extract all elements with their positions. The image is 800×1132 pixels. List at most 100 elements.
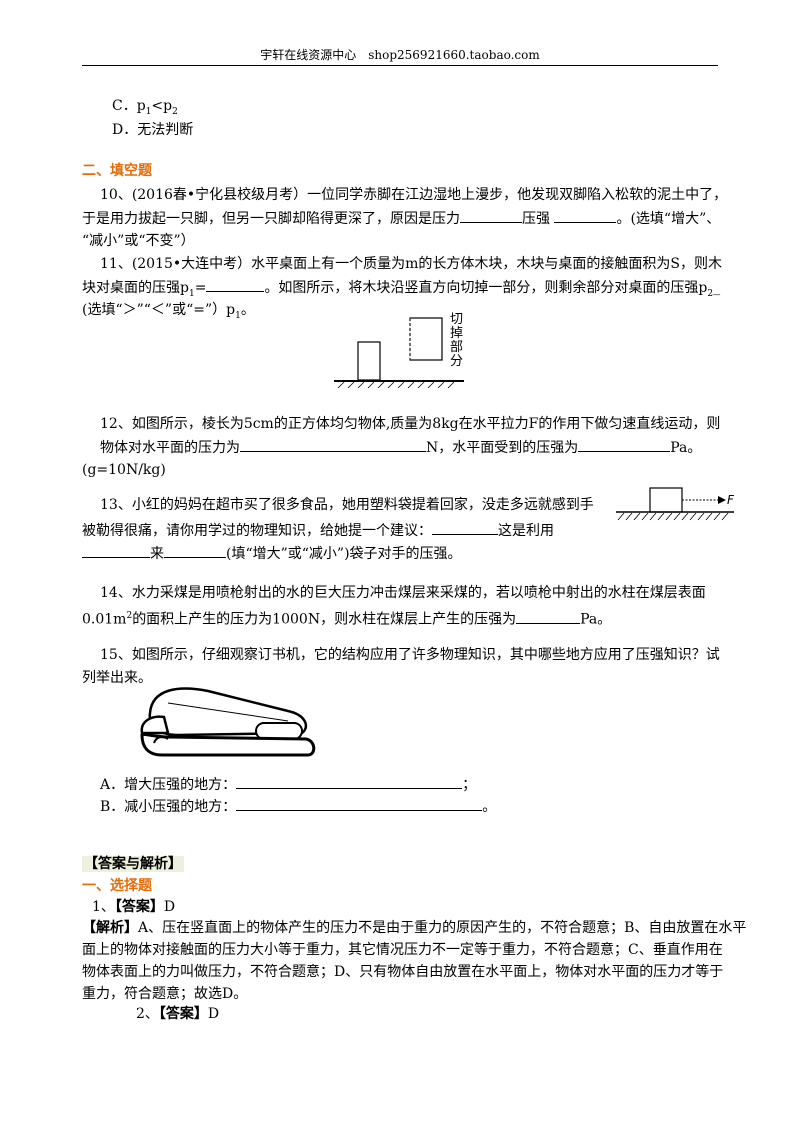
q12-line2: 物体对水平面的压力为 N，水平面受到的压强为 Pa。 bbox=[100, 437, 701, 458]
q15-option-a-end: ； bbox=[462, 777, 477, 793]
q14-text-c: Pa。 bbox=[580, 611, 612, 628]
explanation-line3: 物体表面上的力叫做压力，不符合题意；D、只有物体自由放置在水平面上，物体对水平面… bbox=[82, 964, 724, 980]
stapler-head bbox=[255, 722, 303, 740]
q13-blank-2[interactable] bbox=[82, 543, 150, 558]
answer-2-label: 【答案】 bbox=[158, 1006, 208, 1022]
option-c-sub2: 2 bbox=[172, 106, 178, 117]
q11-sub-2: 2 bbox=[707, 288, 714, 299]
q13-line3: 来 (填“增大”或“减小”)袋子对手的压强。 bbox=[82, 543, 462, 564]
q11-text-b: = bbox=[194, 280, 207, 296]
q11-text-e: (选填“＞”“＜”或“=”）p bbox=[82, 302, 236, 318]
section-fill-in-title: 二、填空题 bbox=[82, 163, 152, 179]
q11-block-cut-figure: 切 掉 部 分 bbox=[334, 312, 464, 388]
remaining-block bbox=[357, 341, 381, 381]
q11-text-f: 。 bbox=[240, 302, 255, 318]
option-c-sub1: 1 bbox=[145, 106, 152, 117]
answers-heading-text: 【答案与解析】 bbox=[82, 856, 184, 872]
q13-line2: 被勒得很痛，请你用学过的物理知识，给她提一个建议： 这是利用 bbox=[82, 520, 554, 541]
cut-label-1: 切 bbox=[450, 312, 463, 327]
q13-line1: 13、小红的妈妈在超市买了很多食品，她用塑料袋提着回家，没走多远就感到手 bbox=[100, 497, 594, 513]
q13-text-a: 被勒得很痛，请你用学过的物理知识，给她提一个建议： bbox=[82, 523, 432, 539]
answer-2-value: D bbox=[207, 1006, 220, 1022]
q11-sub-3: 1 bbox=[235, 310, 241, 321]
q10-line1: 10、(2016春•宁化县校级月考）一位同学赤脚在江边湿地上漫步，他发现双脚陷入… bbox=[100, 187, 728, 203]
explanation-line4: 重力，符合题意；故选D。 bbox=[82, 986, 248, 1002]
q15-option-a: A．增大压强的地方： ； bbox=[100, 774, 476, 795]
q12-text-b: N，水平面受到的压强为 bbox=[426, 440, 579, 456]
answer-1-num: 1、 bbox=[92, 899, 115, 915]
q12-line3: (g=10N/kg) bbox=[82, 462, 166, 478]
q11-line3: (选填“＞”“＜”或“=”）p1。 bbox=[82, 300, 255, 326]
q12-text-c: Pa。 bbox=[670, 440, 702, 456]
q15-blank-b[interactable] bbox=[236, 796, 483, 811]
q11-text-a: 块对桌面的压强p bbox=[82, 280, 189, 296]
q14-sup: 2 bbox=[126, 611, 133, 621]
q15-option-a-text: A．增大压强的地方： bbox=[100, 777, 237, 793]
q10-line2: 于是用力拔起一只脚，但另一只脚却陷得更深了，原因是压力 压强 。(选填“增大”、 bbox=[82, 208, 720, 229]
q13-text-d: (填“增大”或“减小”)袋子对手的压强。 bbox=[226, 546, 462, 562]
q12-blank-1[interactable] bbox=[240, 437, 426, 452]
cut-label-2: 掉 bbox=[450, 326, 463, 341]
explanation-label: 【解析】 bbox=[82, 920, 138, 936]
q14-blank-1[interactable] bbox=[516, 609, 581, 624]
q15-option-b-end: 。 bbox=[482, 799, 497, 815]
option-c-text: C．p bbox=[112, 98, 146, 114]
cut-piece bbox=[409, 317, 443, 361]
q11-blank-1[interactable] bbox=[206, 277, 265, 292]
option-d: D．无法判断 bbox=[112, 122, 194, 138]
q10-text-c: 。(选填“增大”、 bbox=[616, 211, 721, 227]
answer-1-label: 【答案】 bbox=[114, 899, 164, 915]
cut-label-4: 分 bbox=[450, 354, 463, 369]
page-header: 宇轩在线资源中心 shop256921660.taobao.com bbox=[260, 48, 540, 62]
q13-text-c: 来 bbox=[150, 546, 164, 562]
q15-option-b-text: B．减小压强的地方： bbox=[100, 799, 237, 815]
header-divider bbox=[82, 65, 718, 66]
q15-line2: 列举出来。 bbox=[82, 670, 152, 686]
q11-sub-1: 1 bbox=[188, 288, 195, 299]
option-c: C．p1<p2 bbox=[112, 96, 178, 122]
stapler-top-edge bbox=[167, 702, 289, 722]
q12-text-a: 物体对水平面的压力为 bbox=[100, 440, 240, 456]
answer-2: 2、【答案】D bbox=[136, 1004, 219, 1024]
option-c-mid: <p bbox=[151, 98, 173, 114]
answers-heading: 【答案与解析】 bbox=[82, 854, 184, 874]
answer-1: 1、【答案】D bbox=[92, 897, 175, 917]
q10-blank-2[interactable] bbox=[554, 208, 617, 223]
q10-blank-1[interactable] bbox=[460, 208, 522, 223]
table-hatching bbox=[337, 381, 455, 388]
q15-blank-a[interactable] bbox=[236, 774, 463, 789]
answer-2-num: 2、 bbox=[136, 1006, 159, 1022]
ground-hatching bbox=[617, 512, 729, 521]
q12-line1: 12、如图所示，棱长为5cm的正方体均匀物体,质量为8kg在水平拉力F的作用下做… bbox=[100, 416, 721, 432]
stapler-hinge bbox=[140, 715, 170, 735]
q14-line2: 0.01m2的面积上产生的压力为1000N，则水柱在煤层上产生的压强为 Pa。 bbox=[82, 606, 611, 630]
q13-blank-3[interactable] bbox=[164, 543, 226, 558]
q11-line2: 块对桌面的压强p1=。如图所示，将木块沿竖直方向切掉一部分，则剩余部分对桌面的压… bbox=[82, 277, 720, 304]
q15-line1: 15、如图所示，仔细观察订书机，它的结构应用了许多物理知识，其中哪些地方应用了压… bbox=[100, 647, 720, 663]
q15-option-b: B．减小压强的地方： 。 bbox=[100, 796, 496, 817]
explanation-line2: 面上的物体对接触面的压力大小等于重力，其它情况压力不一定等于重力，不符合题意；C… bbox=[82, 942, 723, 958]
force-label: F bbox=[727, 493, 735, 507]
q10-text-a: 于是用力拔起一只脚，但另一只脚却陷得更深了，原因是压力 bbox=[82, 211, 460, 227]
q14-line1: 14、水力采煤是用喷枪射出的水的巨大压力冲击煤层来采煤的，若以喷枪中射出的水柱在… bbox=[100, 585, 706, 601]
stapler-spring bbox=[153, 735, 169, 744]
cube-block bbox=[649, 487, 683, 513]
explanation-line1: 【解析】A、压在竖直面上的物体产生的压力不是由于重力的原因产生的，不符合题意；B… bbox=[82, 918, 746, 938]
stapler-figure bbox=[140, 687, 316, 757]
q10-text-b: 压强 bbox=[522, 211, 550, 227]
q14-text-a: 0.01m bbox=[82, 611, 127, 628]
force-arrow-head bbox=[718, 496, 726, 504]
q11-line1: 11、(2015•大连中考）水平桌面上有一个质量为m的长方体木块，木块与桌面的接… bbox=[100, 256, 723, 272]
q12-blank-2[interactable] bbox=[578, 437, 671, 452]
q11-text-d: _ bbox=[713, 280, 721, 296]
explanation-text-1: A、压在竖直面上的物体产生的压力不是由于重力的原因产生的，不符合题意；B、自由放… bbox=[138, 920, 747, 936]
q14-text-b: 的面积上产生的压力为1000N，则水柱在煤层上产生的压强为 bbox=[132, 611, 517, 628]
answers-section-choice: 一、选择题 bbox=[82, 878, 152, 894]
q13-blank-1[interactable] bbox=[432, 520, 498, 535]
q13-block-force-figure: F bbox=[616, 487, 735, 521]
q13-text-b: 这是利用 bbox=[498, 523, 554, 539]
q10-line3: “减小”或“不变”） bbox=[82, 233, 195, 249]
answer-1-value: D bbox=[163, 899, 176, 915]
stapler-base bbox=[140, 732, 316, 757]
